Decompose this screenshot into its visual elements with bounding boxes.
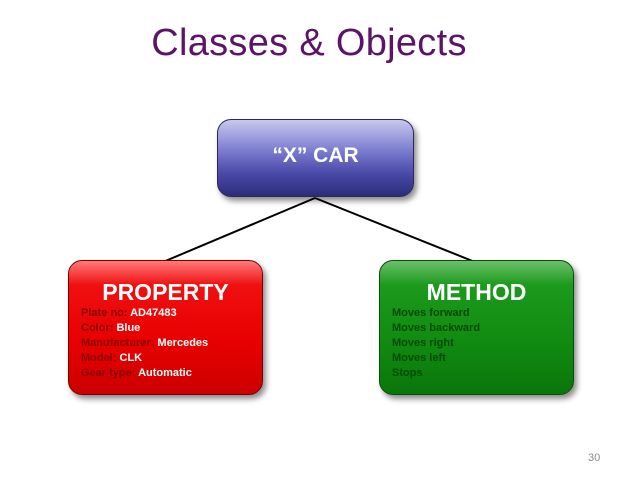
property-key: Plate no:: [81, 307, 128, 319]
method-item: Moves backward: [392, 322, 481, 334]
method-item: Stops: [392, 367, 423, 379]
method-item: Moves left: [392, 352, 446, 364]
property-item: Gear type: Automatic: [81, 366, 208, 381]
method-list: Moves forward Moves backward Moves right…: [392, 306, 480, 381]
property-item: Plate no: AD47483: [81, 306, 208, 321]
slide-title: Classes & Objects: [151, 22, 467, 64]
property-item: Manufacturer: Mercedes: [81, 336, 208, 351]
method-item: Moves right: [392, 337, 454, 349]
class-node-label: “X” CAR: [272, 144, 359, 167]
connector-to-method: [314, 197, 476, 263]
property-node: PROPERTY Plate no: AD47483 Color: Blue M…: [68, 260, 263, 395]
class-node-car: “X” CAR: [217, 119, 414, 197]
page-number: 30: [588, 452, 601, 464]
connector-to-property: [162, 197, 316, 263]
property-heading: PROPERTY: [102, 279, 229, 305]
property-value: Automatic: [138, 367, 192, 379]
property-value: Blue: [116, 322, 141, 334]
property-value: CLK: [119, 352, 143, 364]
method-heading: METHOD: [426, 279, 527, 305]
property-item: Model: CLK: [81, 351, 208, 366]
property-key: Color:: [81, 322, 114, 334]
property-key: Model:: [81, 352, 117, 364]
property-item: Color: Blue: [81, 321, 208, 336]
property-list: Plate no: AD47483 Color: Blue Manufactur…: [81, 306, 208, 381]
method-node: METHOD Moves forward Moves backward Move…: [379, 260, 574, 395]
property-key: Manufacturer:: [81, 337, 155, 349]
method-item: Moves forward: [392, 307, 470, 319]
property-value: Mercedes: [157, 337, 209, 349]
property-key: Gear type:: [81, 367, 136, 379]
property-value: AD47483: [130, 307, 177, 319]
